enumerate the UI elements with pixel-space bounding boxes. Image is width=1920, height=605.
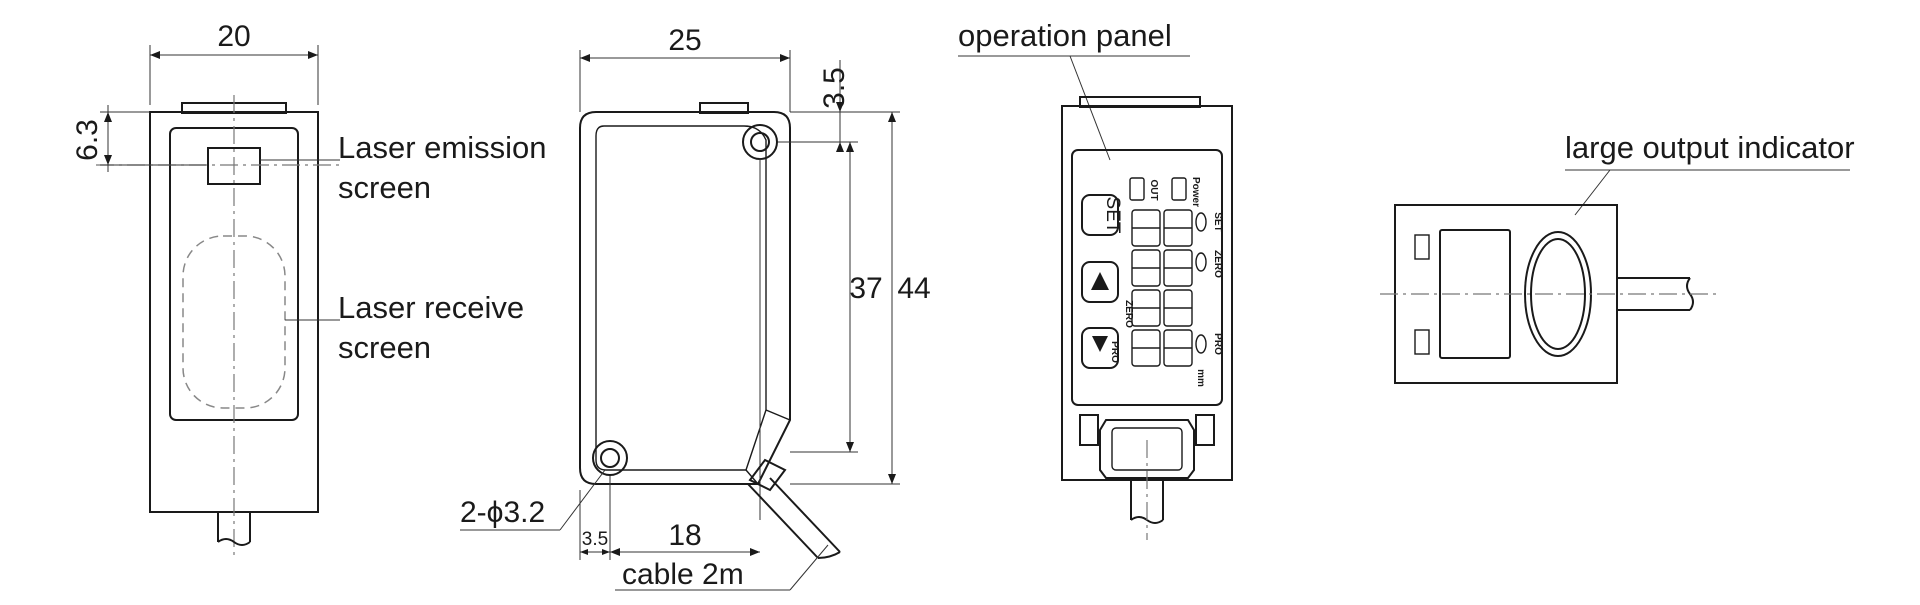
set-indicator-label: SET — [1212, 212, 1223, 231]
pro-button-label: PRO — [1109, 341, 1120, 363]
mm-unit-label: mm — [1195, 369, 1206, 387]
panel-body — [1061, 105, 1233, 481]
side-hole-dimension: 2-ϕ3.2 — [460, 496, 545, 529]
up-button[interactable] — [1081, 261, 1119, 303]
down-arrow-icon — [1092, 336, 1108, 352]
cable-length-label: cable 2m — [622, 558, 744, 591]
laser-receive-label: Laser receive — [338, 290, 524, 325]
pro-button[interactable] — [1081, 327, 1119, 369]
side-body — [579, 111, 791, 485]
operation-panel-label: operation panel — [958, 18, 1172, 53]
zero-indicator-label: ZERO — [1212, 250, 1223, 278]
laser-emission-label-2: screen — [338, 170, 431, 205]
laser-emission-window — [207, 147, 261, 185]
out-indicator-label: OUT — [1148, 179, 1159, 200]
power-indicator-label: Power — [1190, 177, 1201, 207]
laser-emission-label: Laser emission — [338, 130, 546, 165]
side-width-dimension: 25 — [668, 24, 701, 57]
laser-receive-label-2: screen — [338, 330, 431, 365]
side-top-dimension: 3.5 — [818, 67, 851, 109]
side-hole-spacing-dimension: 18 — [668, 519, 701, 552]
mount-hole-top — [742, 124, 778, 160]
mount-hole-bottom — [592, 440, 628, 476]
zero-side-label: ZERO — [1123, 300, 1134, 328]
front-width-dimension: 20 — [217, 20, 250, 53]
front-offset-dimension: 6.3 — [71, 119, 104, 161]
side-hole-offset-dimension: 3.5 — [582, 529, 608, 550]
set-button[interactable] — [1081, 194, 1119, 236]
pro-indicator-label: PRO — [1212, 333, 1223, 355]
front-view: 20 6.3 Laser emission screen Laser recei… — [71, 20, 546, 560]
side-inner-height-dimension: 37 — [849, 272, 882, 305]
back-view: large output indicator — [1380, 130, 1855, 384]
side-outer-height-dimension: 44 — [897, 272, 930, 305]
panel-view: operation panel OUT Power SET PRO — [958, 18, 1233, 540]
set-button-label: SET — [1102, 197, 1123, 234]
up-arrow-icon — [1091, 272, 1109, 290]
large-output-indicator-label: large output indicator — [1565, 130, 1855, 165]
side-view: 25 3.5 37 — [460, 24, 931, 591]
operation-panel — [1071, 149, 1223, 406]
seven-segment-display — [1131, 209, 1193, 367]
